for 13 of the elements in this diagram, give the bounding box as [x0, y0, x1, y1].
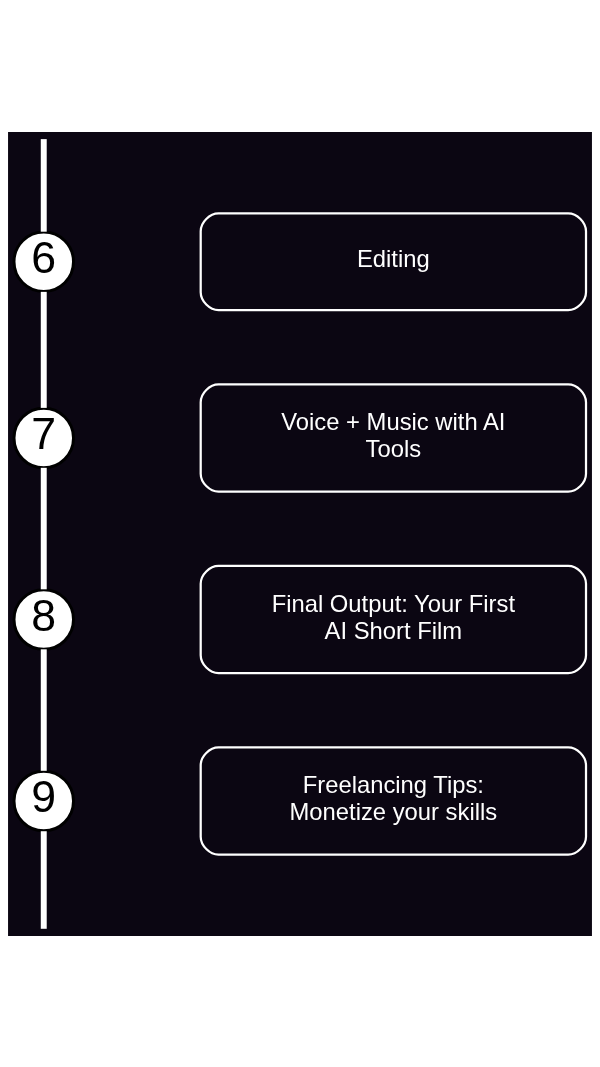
connector [40, 138, 47, 232]
connector [40, 467, 47, 589]
connector [40, 291, 47, 408]
node-circle: 9 [12, 769, 75, 832]
node-box: Final Output: Your First AI Short Film [199, 564, 588, 674]
node-circle: 7 [12, 406, 75, 469]
node-circle: 6 [12, 230, 75, 293]
connector [40, 648, 47, 771]
node-circle: 8 [12, 587, 75, 651]
node-box: Voice + Music with AI Tools [199, 382, 588, 493]
node-box: Editing [199, 211, 588, 311]
connector [40, 830, 47, 929]
node-box: Freelancing Tips: Monetize your skills [199, 745, 588, 856]
